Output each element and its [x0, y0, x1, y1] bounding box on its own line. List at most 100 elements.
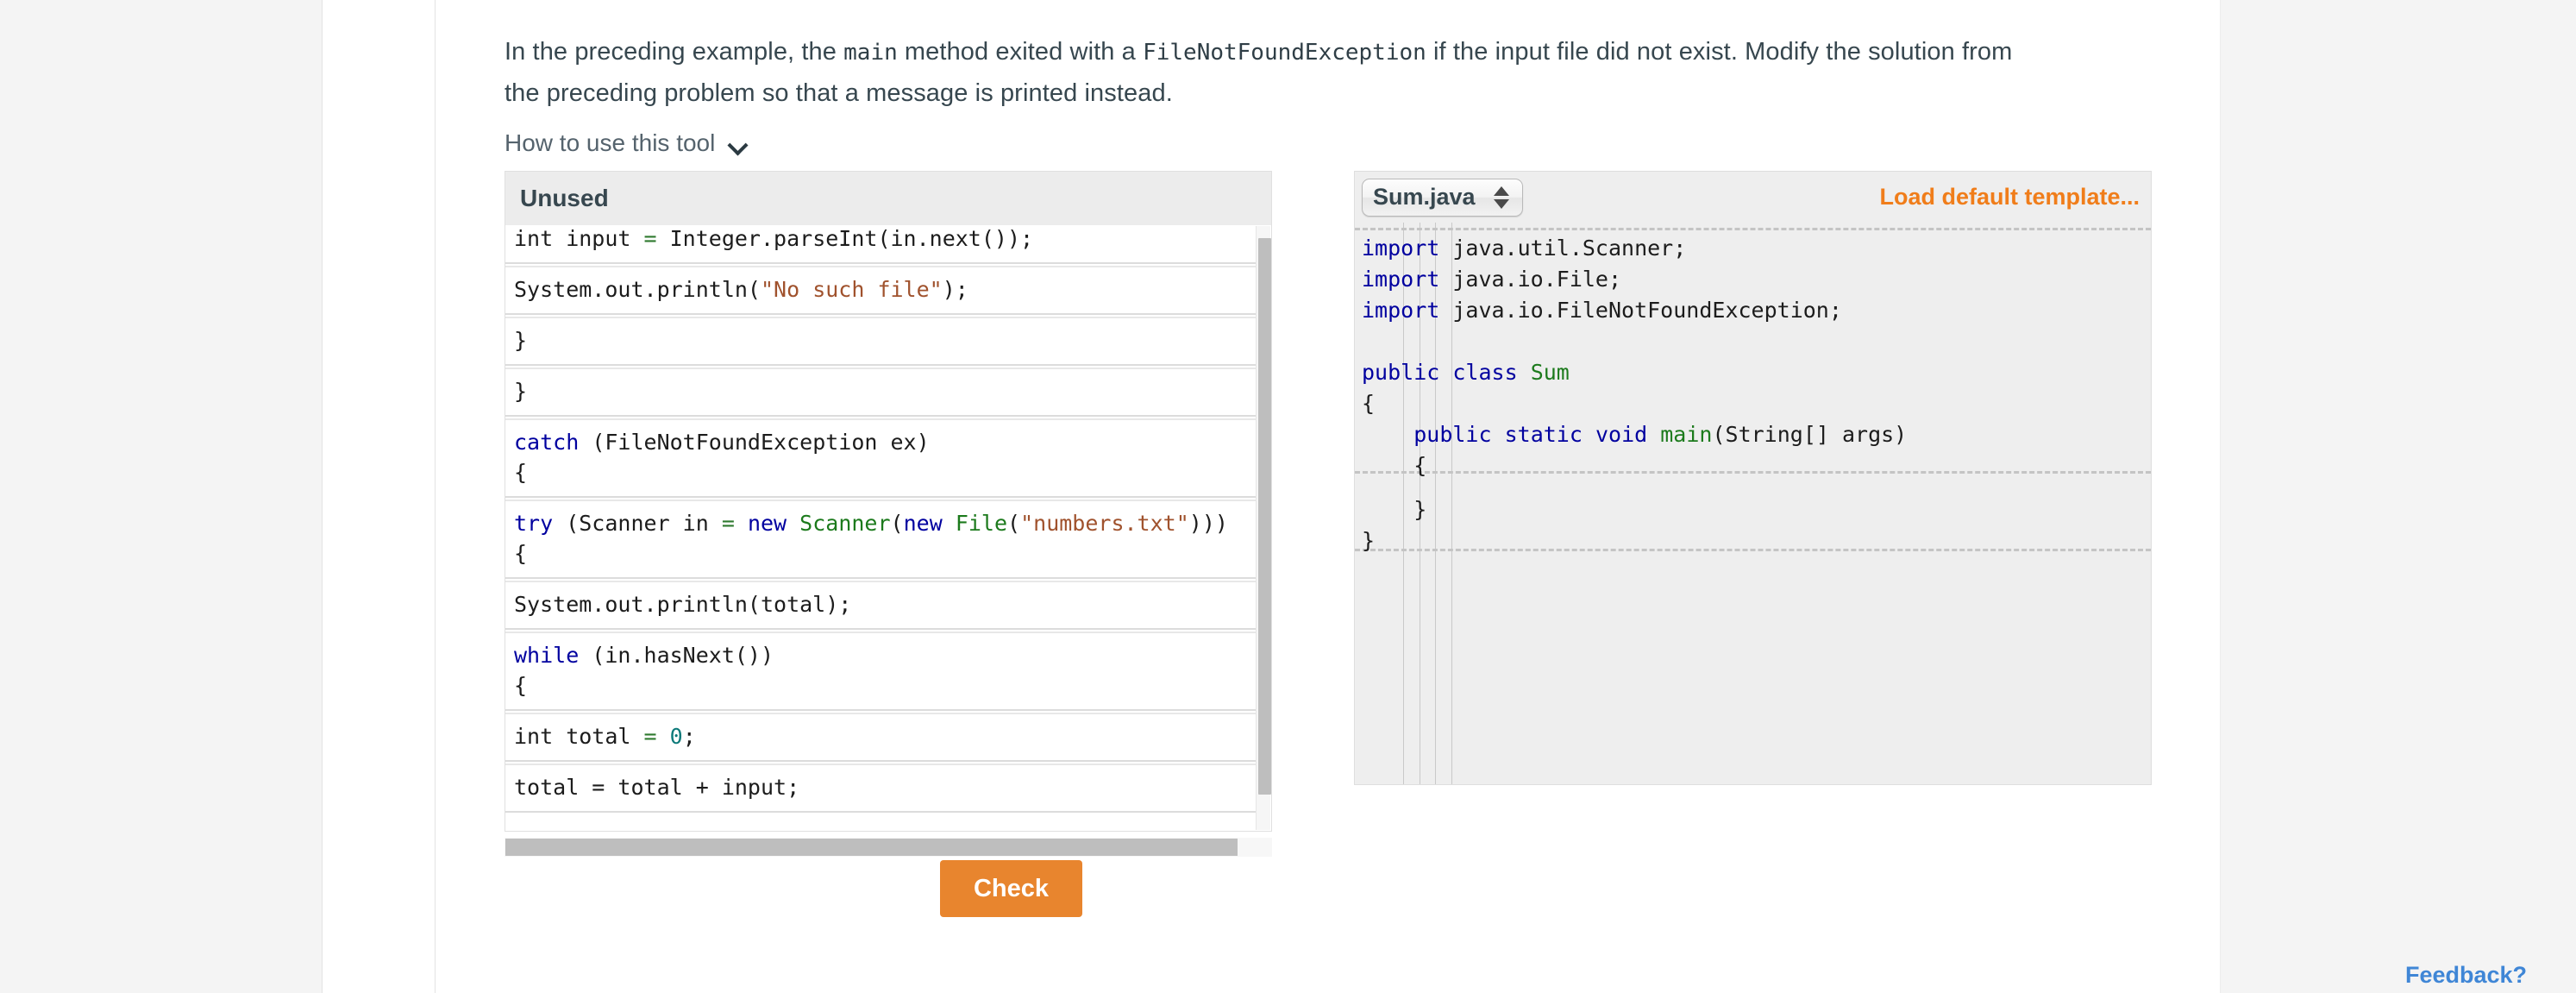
solution-editor-panel: Sum.java Load default template... import… [1354, 171, 2152, 785]
code-token: new [747, 511, 787, 536]
code-token [1583, 422, 1595, 447]
editor-code-area[interactable]: import java.util.Scanner;import java.io.… [1355, 223, 2151, 784]
code-token: try [514, 511, 554, 536]
unused-panel-header: Unused [505, 171, 1272, 225]
check-button[interactable]: Check [940, 860, 1082, 917]
unused-code-tile[interactable]: try (Scanner in = new Scanner(new File("… [505, 500, 1257, 579]
code-token: File [955, 511, 1008, 536]
unused-panel-title: Unused [520, 185, 609, 211]
unused-code-tile[interactable]: catch (FileNotFoundException ex) { [505, 418, 1257, 498]
code-line: try (Scanner in = new Scanner(new File("… [514, 508, 1248, 538]
unused-code-tile[interactable]: } [505, 368, 1257, 417]
code-token: ); [942, 277, 968, 302]
code-token: import [1362, 236, 1440, 261]
unused-tiles-list: int input = Integer.parseInt(in.next());… [505, 225, 1257, 814]
code-token: Scanner [799, 511, 891, 536]
inline-code-main: main [843, 40, 898, 66]
unused-vertical-scrollbar-thumb[interactable] [1258, 238, 1271, 795]
unused-vertical-scrollbar[interactable] [1256, 226, 1271, 830]
code-line: public static void main(String[] args) [1355, 419, 1907, 450]
code-line: { [1355, 450, 1426, 481]
code-token: { [514, 673, 528, 698]
code-token [1362, 422, 1413, 447]
code-token: { [514, 460, 528, 485]
unused-code-tile[interactable]: total = total + input; [505, 764, 1257, 813]
code-token [1647, 422, 1660, 447]
unused-code-tile[interactable]: System.out.println(total); [505, 581, 1257, 630]
code-token [1492, 422, 1505, 447]
code-line: int total = 0; [514, 721, 1248, 751]
code-token: public [1362, 360, 1440, 385]
left-sidebar-column [322, 0, 436, 993]
file-select-wrapper: Sum.java [1362, 178, 1523, 217]
code-line [1355, 326, 1362, 357]
parsons-puzzle-area: Unused int input = Integer.parseInt(in.n… [505, 171, 2152, 857]
code-line: { [1355, 388, 1375, 419]
code-token: (String[] args) [1712, 422, 1908, 447]
code-token [735, 511, 748, 536]
unused-code-tile[interactable]: System.out.println("No such file"); [505, 266, 1257, 315]
prompt-text-part-2: method exited with a [897, 38, 1144, 66]
load-default-template-link[interactable]: Load default template... [1879, 184, 2140, 210]
code-token: "No such file" [760, 277, 943, 302]
drop-target-line[interactable] [1355, 228, 2151, 230]
code-line: public class Sum [1355, 357, 1570, 388]
code-line: int input = Integer.parseInt(in.next()); [514, 225, 1248, 254]
code-token: int input [514, 226, 644, 251]
code-line: System.out.println(total); [514, 589, 1248, 619]
code-token: } [514, 379, 528, 404]
code-token: while [514, 643, 580, 668]
code-token: { [514, 541, 528, 566]
unused-horizontal-scrollbar-thumb[interactable] [505, 839, 1238, 856]
code-token: 0 [669, 724, 683, 749]
unused-code-tile[interactable]: while (in.hasNext()){ [505, 632, 1257, 711]
code-line: total = total + input; [514, 772, 1248, 802]
code-line: } [514, 325, 1248, 355]
unused-panel: Unused int input = Integer.parseInt(in.n… [505, 171, 1272, 857]
unused-horizontal-scrollbar[interactable] [505, 838, 1272, 857]
inline-code-exception: FileNotFoundException [1143, 40, 1426, 66]
problem-statement: In the preceding example, the main metho… [505, 32, 2048, 114]
right-outer-gutter [2220, 0, 2576, 993]
code-token: total = total + input; [514, 775, 800, 800]
code-token: ))) [1188, 511, 1228, 536]
code-token: ; [682, 724, 696, 749]
file-select[interactable]: Sum.java [1362, 178, 1523, 217]
code-token: (FileNotFoundException ex) [579, 430, 930, 455]
indent-guide-line [1451, 223, 1452, 784]
prompt-text-part-1: In the preceding example, the [505, 38, 844, 66]
code-line: { [514, 538, 1248, 569]
code-token: public [1413, 422, 1492, 447]
code-line: import java.util.Scanner; [1355, 233, 1686, 264]
code-token [1439, 360, 1452, 385]
code-token: } [514, 328, 528, 353]
code-token: int total [514, 724, 644, 749]
code-token: { [1362, 453, 1427, 478]
code-line: catch (FileNotFoundException ex) [514, 427, 1248, 457]
code-line: } [514, 376, 1248, 406]
unused-code-tile[interactable]: int input = Integer.parseInt(in.next()); [505, 225, 1257, 264]
drop-target-line[interactable] [1355, 471, 2151, 474]
code-token: = [643, 226, 657, 251]
drop-target-line[interactable] [1355, 549, 2151, 551]
code-token [787, 511, 799, 536]
code-token: java.util.Scanner; [1439, 236, 1687, 261]
code-token [1518, 360, 1531, 385]
code-token: = [643, 724, 657, 749]
code-token: (Scanner in [553, 511, 722, 536]
unused-code-tile[interactable]: } [505, 317, 1257, 366]
unused-code-tile[interactable]: int total = 0; [505, 713, 1257, 762]
feedback-link[interactable]: Feedback? [2405, 962, 2528, 988]
code-token: main [1660, 422, 1713, 447]
unused-panel-body[interactable]: int input = Integer.parseInt(in.next());… [505, 225, 1272, 832]
code-token: } [1362, 497, 1427, 522]
prompt-text-part-3: if the input file did not exist. Modify … [505, 38, 2013, 107]
unused-tiles-viewport: int input = Integer.parseInt(in.next());… [505, 225, 1257, 816]
how-to-use-this-tool-toggle[interactable]: How to use this tool [505, 129, 749, 157]
code-token: void [1595, 422, 1648, 447]
how-to-use-this-tool-label: How to use this tool [505, 129, 716, 156]
code-token: new [903, 511, 943, 536]
code-token: } [1362, 528, 1376, 553]
code-token: ( [1007, 511, 1021, 536]
